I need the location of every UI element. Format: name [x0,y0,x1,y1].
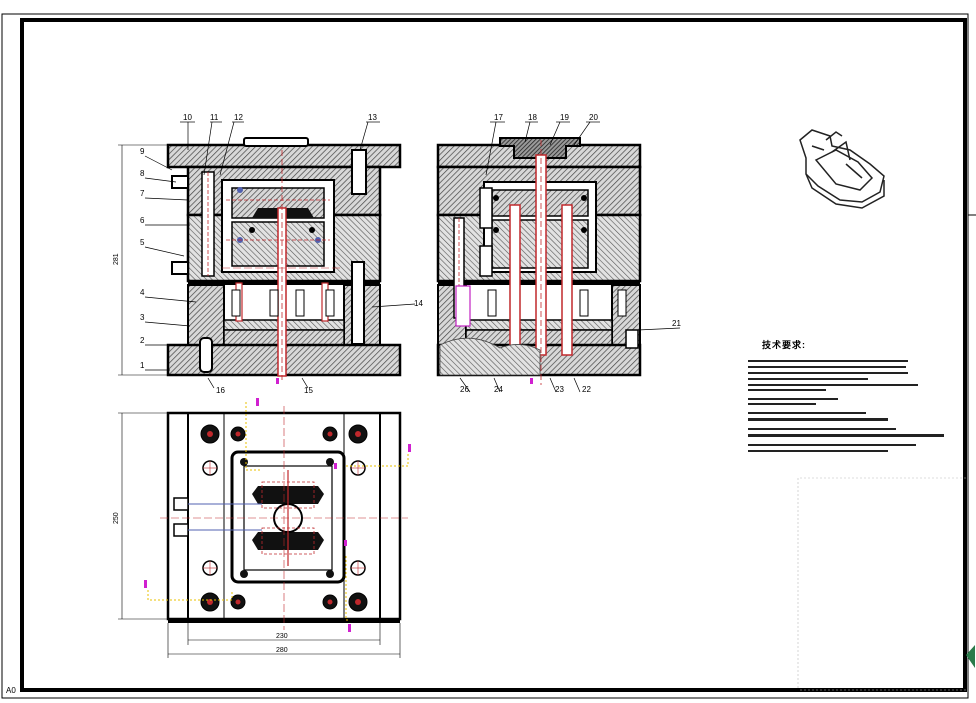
part-label-9: 9 [140,147,145,156]
front-height-dimension [118,144,168,376]
part-label-18: 18 [528,113,537,122]
front-section-view [166,137,402,380]
part-label-6: 6 [140,216,145,225]
part-number-labels: 1 2 3 4 5 6 7 8 9 10 11 12 13 14 15 16 1… [140,113,681,395]
dim-width-inner: 230 [276,633,288,640]
side-section-view [436,137,642,385]
part-label-14: 14 [414,299,423,308]
part-label-13: 13 [368,113,377,122]
part-label-15: 15 [304,386,313,395]
technical-requirements-title: 技术要求: [762,340,806,350]
sheet-size-label: A0 [6,686,16,695]
part-label-16: 16 [216,386,225,395]
part-label-20: 20 [589,113,598,122]
part-label-22: 22 [582,385,591,394]
part-label-1: 1 [140,361,145,370]
dim-height-front: 281 [113,253,120,265]
part-label-8: 8 [140,169,145,178]
part-label-10: 10 [183,113,192,122]
part-label-17: 17 [494,113,503,122]
outer-border [1,13,969,699]
part-label-23: 23 [555,385,564,394]
part-label-4: 4 [140,288,145,297]
isometric-part-view [799,129,885,209]
inner-border [20,18,967,692]
plan-dimensions [118,412,401,658]
part-label-7: 7 [140,189,145,198]
part-label-11: 11 [210,113,219,122]
plan-view [144,378,533,632]
part-label-3: 3 [140,313,145,322]
technical-requirements-lines [748,360,944,452]
part-label-5: 5 [140,238,145,247]
part-label-26: 26 [460,385,469,394]
part-label-24: 24 [494,385,503,394]
dim-width-outer: 280 [276,647,288,654]
part-label-2: 2 [140,336,145,345]
part-label-21: 21 [672,319,681,328]
part-label-19: 19 [560,113,569,122]
part-label-12: 12 [234,113,243,122]
leader-lines-side [459,121,681,393]
leader-lines-front [144,121,416,389]
dim-height-plan: 250 [113,512,120,524]
